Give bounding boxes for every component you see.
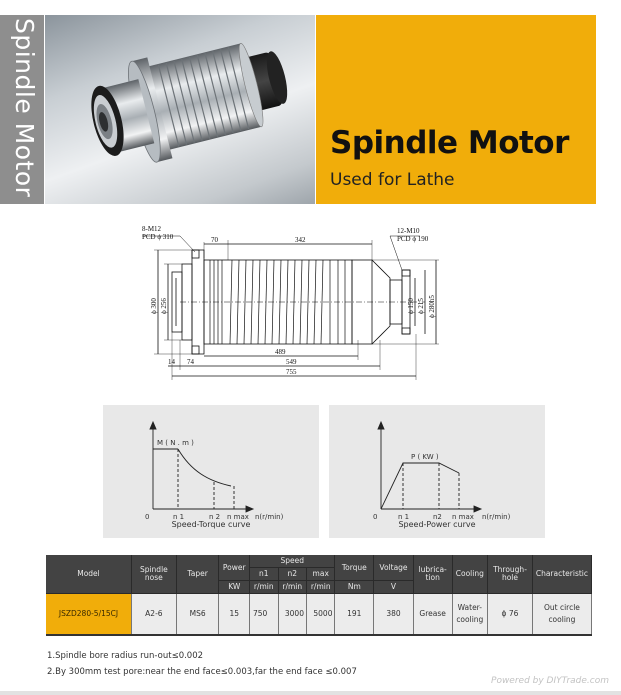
dimension-drawing: 8-M12 PCD ϕ 310 70 342 12-M10 PCD ϕ 190 …	[140, 222, 460, 392]
header-n2: n2	[278, 567, 307, 581]
header-characteristic: Characteristic	[532, 555, 593, 594]
side-title-text: Spindle Motor	[10, 18, 39, 198]
header-torque-unit: Nm	[334, 579, 375, 594]
dim-70-label: 70	[211, 236, 219, 244]
header-cooling: Cooling	[452, 555, 489, 594]
header-voltage: Voltage	[373, 555, 414, 581]
note-2: 2.By 300mm test pore:near the end face≤0…	[47, 667, 357, 677]
product-title: Spindle Motor	[330, 125, 569, 161]
spindle-motor-illustration	[91, 43, 288, 163]
torque-x-axis-label: n(r/min)	[255, 513, 284, 521]
dim-14-label: 14	[168, 358, 176, 366]
spec-notes: 1.Spindle bore radius run-out≤0.002 2.By…	[47, 651, 357, 683]
power-n1-tick: n 1	[398, 513, 409, 521]
speed-torque-chart: M ( N . m ) 0 n 1 n 2 n max n(r/min) Spe…	[103, 405, 319, 538]
torque-n2-tick: n 2	[209, 513, 220, 521]
dia-300-label: ϕ 300	[150, 298, 158, 314]
header-max-unit: r/min	[306, 579, 336, 594]
header-power: Power	[218, 555, 251, 581]
cell-power: 15	[218, 593, 251, 636]
dim-549-label: 549	[286, 358, 297, 366]
power-axis-label: P ( KW )	[411, 453, 439, 461]
dim-74-label: 74	[187, 358, 195, 366]
power-x-axis-label: n(r/min)	[482, 513, 511, 521]
table-row: JSZD280-5/15CJ A2-6 MS6 15 750 3000 5000…	[46, 593, 593, 636]
dia-256-label: ϕ 256	[160, 298, 168, 314]
dim-342-label: 342	[295, 236, 306, 244]
header-power-unit: KW	[218, 579, 251, 594]
torque-n1-tick: n 1	[173, 513, 184, 521]
header-n1: n1	[249, 567, 279, 581]
cell-voltage: 380	[373, 593, 414, 636]
cell-lubrication: Grease	[413, 593, 453, 636]
cell-model: JSZD280-5/15CJ	[46, 593, 132, 636]
product-subtitle: Used for Lathe	[330, 170, 455, 190]
cell-max: 5000	[306, 593, 336, 636]
cell-n1: 750	[249, 593, 279, 636]
flange-pcd-label: PCD ϕ 310	[142, 233, 174, 241]
header-n2-unit: r/min	[278, 579, 307, 594]
cell-torque: 191	[334, 593, 375, 636]
speed-power-chart: P ( KW ) 0 n 1 n2 n max n(r/min) Speed-P…	[329, 405, 545, 538]
rear-pcd-label: PCD ϕ 190	[397, 235, 429, 243]
power-nmax-tick: n max	[452, 513, 474, 521]
flange-bolt-label: 8-M12	[142, 225, 162, 233]
side-title-band: Spindle Motor	[0, 15, 44, 204]
header-voltage-unit: V	[373, 579, 414, 594]
dim-489-label: 489	[275, 348, 286, 356]
cell-throughhole: ϕ 76	[487, 593, 533, 636]
powered-by-watermark: Powered by DIYTrade.com	[491, 676, 609, 686]
note-1: 1.Spindle bore radius run-out≤0.002	[47, 651, 204, 661]
header-model: Model	[46, 555, 132, 594]
header-torque: Torque	[334, 555, 375, 581]
dia-150-label: ϕ 150	[407, 298, 415, 314]
cell-taper: MS6	[176, 593, 220, 636]
header-max: max	[306, 567, 336, 581]
title-panel: Spindle Motor Used for Lathe	[316, 15, 596, 204]
spindle-motor-photo	[45, 15, 315, 204]
dia-280h5-label: ϕ 280h5	[428, 295, 436, 318]
header-taper: Taper	[176, 555, 220, 594]
torque-nmax-tick: n max	[227, 513, 249, 521]
dim-755-label: 755	[286, 368, 297, 376]
bottom-divider	[0, 691, 621, 695]
power-origin-label: 0	[373, 513, 377, 521]
power-chart-caption: Speed-Power curve	[398, 520, 476, 529]
header-speed: Speed	[249, 555, 336, 568]
torque-origin-label: 0	[145, 513, 149, 521]
header-lubrication: lubrica-tion	[413, 555, 453, 594]
cell-cooling: Water-cooling	[452, 593, 489, 636]
torque-chart-caption: Speed-Torque curve	[171, 520, 251, 529]
header-throughhole: Through-hole	[487, 555, 533, 594]
dia-215-label: ϕ 215	[417, 298, 425, 314]
torque-axis-label: M ( N . m )	[157, 439, 194, 447]
power-n2-tick: n2	[433, 513, 442, 521]
rear-bolt-label: 12-M10	[397, 227, 420, 235]
header-n1-unit: r/min	[249, 579, 279, 594]
cell-spindle-nose: A2-6	[131, 593, 177, 636]
cell-n2: 3000	[278, 593, 307, 636]
